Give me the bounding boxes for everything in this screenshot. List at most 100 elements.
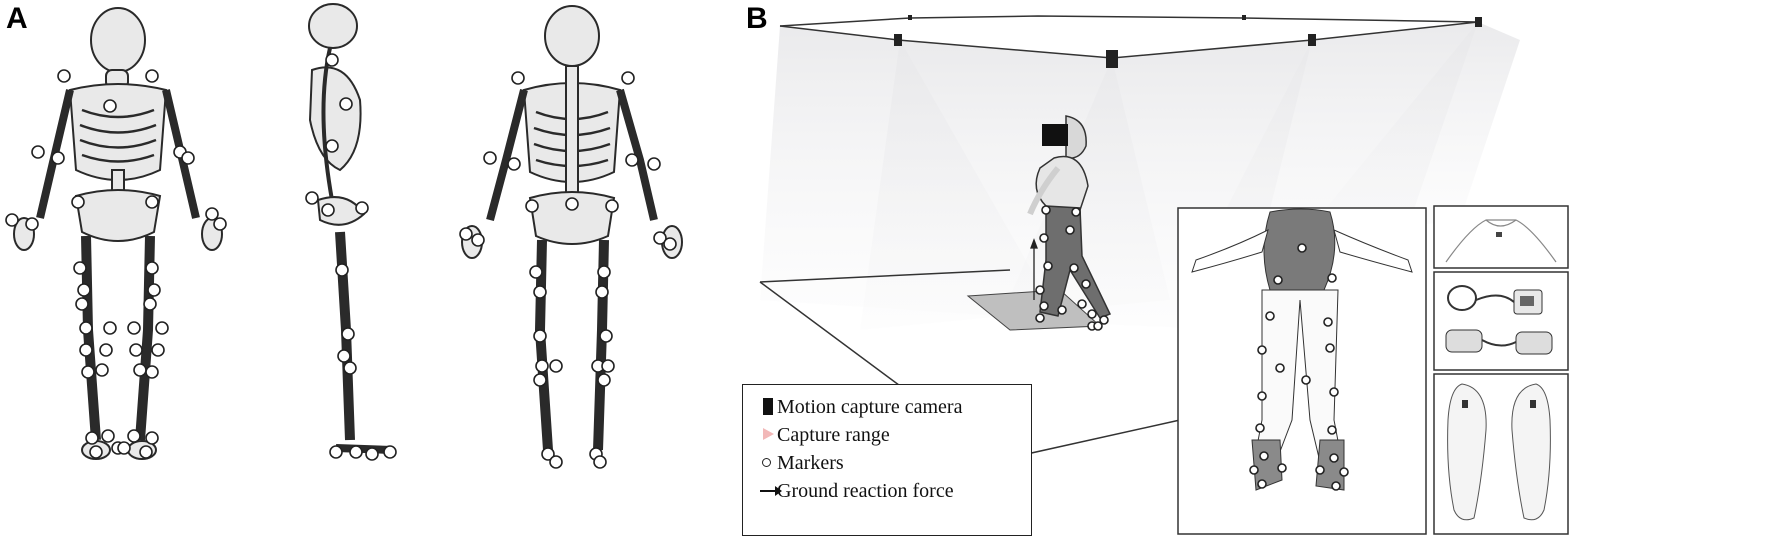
marker xyxy=(621,71,635,85)
legend-item-grf: Ground reaction force xyxy=(743,479,954,503)
marker xyxy=(1071,207,1081,217)
legend-label: Markers xyxy=(777,451,844,474)
skeleton-front xyxy=(13,7,223,460)
marker xyxy=(1265,311,1275,321)
marker xyxy=(75,297,89,311)
marker xyxy=(79,321,93,335)
marker xyxy=(57,69,71,83)
marker xyxy=(1259,451,1269,461)
camera-icon xyxy=(1106,50,1118,68)
marker xyxy=(5,213,19,227)
marker xyxy=(383,445,397,459)
marker xyxy=(511,71,525,85)
marker xyxy=(1273,275,1283,285)
marker xyxy=(51,151,65,165)
marker xyxy=(145,365,159,379)
device-inset xyxy=(1433,271,1569,371)
marker xyxy=(145,69,159,83)
marker xyxy=(77,283,91,297)
marker xyxy=(73,261,87,275)
panel-b-label: B xyxy=(746,2,768,35)
marker xyxy=(507,157,521,171)
marker xyxy=(1315,465,1325,475)
marker xyxy=(321,203,335,217)
camera-icon xyxy=(908,15,912,20)
marker xyxy=(1329,387,1339,397)
marker xyxy=(103,99,117,113)
pressure-sensor-icon xyxy=(1530,400,1536,408)
marker xyxy=(1275,363,1285,373)
walking-subject xyxy=(1027,115,1112,319)
strap-icon xyxy=(1445,329,1483,353)
marker xyxy=(1039,301,1049,311)
marker xyxy=(1327,425,1337,435)
skeleton-back xyxy=(461,5,683,451)
legend-label: Motion capture camera xyxy=(777,395,963,418)
marker xyxy=(95,363,109,377)
marker xyxy=(599,329,613,343)
marker xyxy=(25,217,39,231)
marker xyxy=(663,237,677,251)
marker xyxy=(151,343,165,357)
marker xyxy=(601,359,615,373)
sensor-icon xyxy=(1496,232,1502,237)
chest-inset xyxy=(1433,205,1569,269)
panel-a-label: A xyxy=(6,2,28,35)
marker xyxy=(145,195,159,209)
marker xyxy=(349,445,363,459)
inset-markers xyxy=(1249,243,1349,491)
marker xyxy=(339,97,353,111)
marker xyxy=(1329,453,1339,463)
marker xyxy=(117,441,131,455)
camera-icon xyxy=(894,34,902,46)
marker xyxy=(127,429,141,443)
marker xyxy=(145,261,159,275)
marker xyxy=(1039,233,1049,243)
motion-capture-cameras xyxy=(894,15,1482,68)
marker xyxy=(597,373,611,387)
marker xyxy=(533,373,547,387)
marker xyxy=(1249,465,1259,475)
marker xyxy=(625,153,639,167)
marker xyxy=(1069,263,1079,273)
marker xyxy=(549,359,563,373)
marker xyxy=(1093,321,1103,331)
marker xyxy=(535,359,549,373)
grf-arrow xyxy=(1030,238,1038,300)
marker xyxy=(471,233,485,247)
marker xyxy=(145,431,159,445)
marker xyxy=(595,285,609,299)
marker xyxy=(329,445,343,459)
pressure-sensor-icon xyxy=(1462,400,1468,408)
marker xyxy=(653,231,667,245)
marker xyxy=(31,145,45,159)
marker xyxy=(343,361,357,375)
marker xyxy=(1327,273,1337,283)
marker xyxy=(1323,317,1333,327)
marker xyxy=(1297,243,1307,253)
marker xyxy=(483,151,497,165)
marker xyxy=(139,445,153,459)
marker xyxy=(1257,345,1267,355)
marker xyxy=(127,321,141,335)
marker xyxy=(101,429,115,443)
marker xyxy=(79,343,93,357)
marker xyxy=(1331,481,1341,491)
marker xyxy=(1257,391,1267,401)
legend-label: Ground reaction force xyxy=(777,479,954,502)
lower-body-inset xyxy=(1177,207,1427,535)
marker xyxy=(89,445,103,459)
skeleton-side xyxy=(308,3,393,454)
marker xyxy=(1057,305,1067,315)
legend-item-camera: Motion capture camera xyxy=(743,395,962,419)
marker xyxy=(147,283,161,297)
marker xyxy=(1301,375,1311,385)
marker xyxy=(103,321,117,335)
marker xyxy=(337,349,351,363)
marker-icon xyxy=(743,451,777,475)
marker xyxy=(99,343,113,357)
marker xyxy=(325,53,339,67)
marker xyxy=(155,321,169,335)
marker xyxy=(597,265,611,279)
